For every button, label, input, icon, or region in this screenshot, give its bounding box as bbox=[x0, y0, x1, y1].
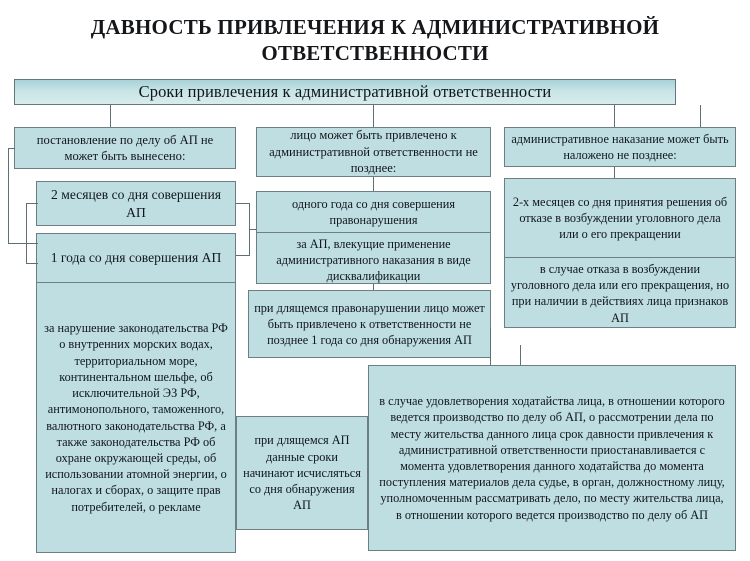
bottom-note: при длящемся АП данные сроки начинают ис… bbox=[236, 416, 368, 530]
left-item-0-text: 2 месяцев со дня совершения АП bbox=[51, 187, 221, 220]
middle-column-header: лицо может быть привлечено к администрат… bbox=[256, 127, 491, 177]
left-right-arm-top bbox=[236, 203, 250, 204]
right-term-text: 2-х месяцев со дня принятия решения об о… bbox=[512, 194, 728, 242]
left-item-1-detail: за нарушение законодательства РФ о внутр… bbox=[37, 282, 235, 552]
middle-term-detail-text: за АП, влекущие применение административ… bbox=[276, 237, 471, 284]
connector-middle-term-to-continuing bbox=[373, 284, 374, 290]
bottom-suspension: в случае удовлетворения ходатайства лица… bbox=[368, 365, 736, 551]
left-item-1-detail-text: за нарушение законодательства РФ о внутр… bbox=[44, 321, 228, 514]
left-bracket-bottom-arm bbox=[8, 243, 38, 244]
connector-suspension-stub bbox=[520, 345, 521, 365]
middle-continuing: при длящемся правонарушении лицо может б… bbox=[248, 290, 491, 358]
page-title: ДАВНОСТЬ ПРИВЛЕЧЕНИЯ К АДМИНИСТРАТИВНОЙ … bbox=[90, 15, 660, 65]
left-bracket-inner-top-arm bbox=[26, 203, 38, 204]
connector-banner-right bbox=[614, 105, 615, 127]
right-term-group: 2-х месяцев со дня принятия решения об о… bbox=[504, 178, 736, 328]
right-column-header-text: административное наказание может быть на… bbox=[511, 131, 729, 162]
banner-label: Сроки привлечения к административной отв… bbox=[138, 82, 552, 101]
right-term-detail: в случае отказа в возбуждении уголовного… bbox=[505, 257, 735, 327]
left-bracket-vertical bbox=[8, 148, 9, 244]
banner-header: Сроки привлечения к административной отв… bbox=[14, 79, 676, 105]
right-term: 2-х месяцев со дня принятия решения об о… bbox=[505, 179, 735, 257]
right-column-header: административное наказание может быть на… bbox=[504, 127, 736, 167]
connector-banner-far-right bbox=[700, 105, 701, 127]
left-column-header-text: постановление по делу об АП не может быт… bbox=[36, 132, 214, 164]
left-bracket-inner-vertical bbox=[26, 203, 27, 263]
middle-term-text: одного года со дня совершения правонаруш… bbox=[292, 196, 455, 227]
connector-right-header-to-term bbox=[614, 167, 615, 178]
middle-term-detail: за АП, влекущие применение административ… bbox=[257, 232, 490, 284]
right-term-detail-text: в случае отказа в возбуждении уголовного… bbox=[510, 262, 730, 325]
middle-continuing-text: при длящемся правонарушении лицо может б… bbox=[254, 300, 485, 348]
connector-banner-middle bbox=[373, 105, 374, 127]
bottom-suspension-text: в случае удовлетворения ходатайства лица… bbox=[379, 394, 725, 522]
middle-term: одного года со дня совершения правонаруш… bbox=[257, 192, 490, 232]
middle-term-group: одного года со дня совершения правонаруш… bbox=[256, 191, 491, 284]
middle-column-header-text: лицо может быть привлечено к администрат… bbox=[269, 128, 478, 176]
connector-right-to-suspension bbox=[490, 328, 491, 365]
left-right-join-stub bbox=[249, 229, 257, 230]
left-column-header: постановление по делу об АП не может быт… bbox=[14, 127, 236, 169]
left-bracket-inner-bottom-arm bbox=[26, 263, 38, 264]
left-item-0: 2 месяцев со дня совершения АП bbox=[36, 181, 236, 226]
connector-banner-left bbox=[110, 105, 111, 127]
bottom-note-text: при длящемся АП данные сроки начинают ис… bbox=[243, 433, 361, 513]
left-item-1-text: 1 года со дня совершения АП bbox=[50, 250, 222, 266]
left-bracket-top-arm bbox=[8, 148, 15, 149]
left-right-arm-bottom bbox=[236, 255, 250, 256]
left-item-1: 1 года со дня совершения АП bbox=[37, 234, 235, 282]
connector-middle-header-to-term bbox=[373, 177, 374, 191]
left-item-1-group: 1 года со дня совершения АП за нарушение… bbox=[36, 233, 236, 553]
